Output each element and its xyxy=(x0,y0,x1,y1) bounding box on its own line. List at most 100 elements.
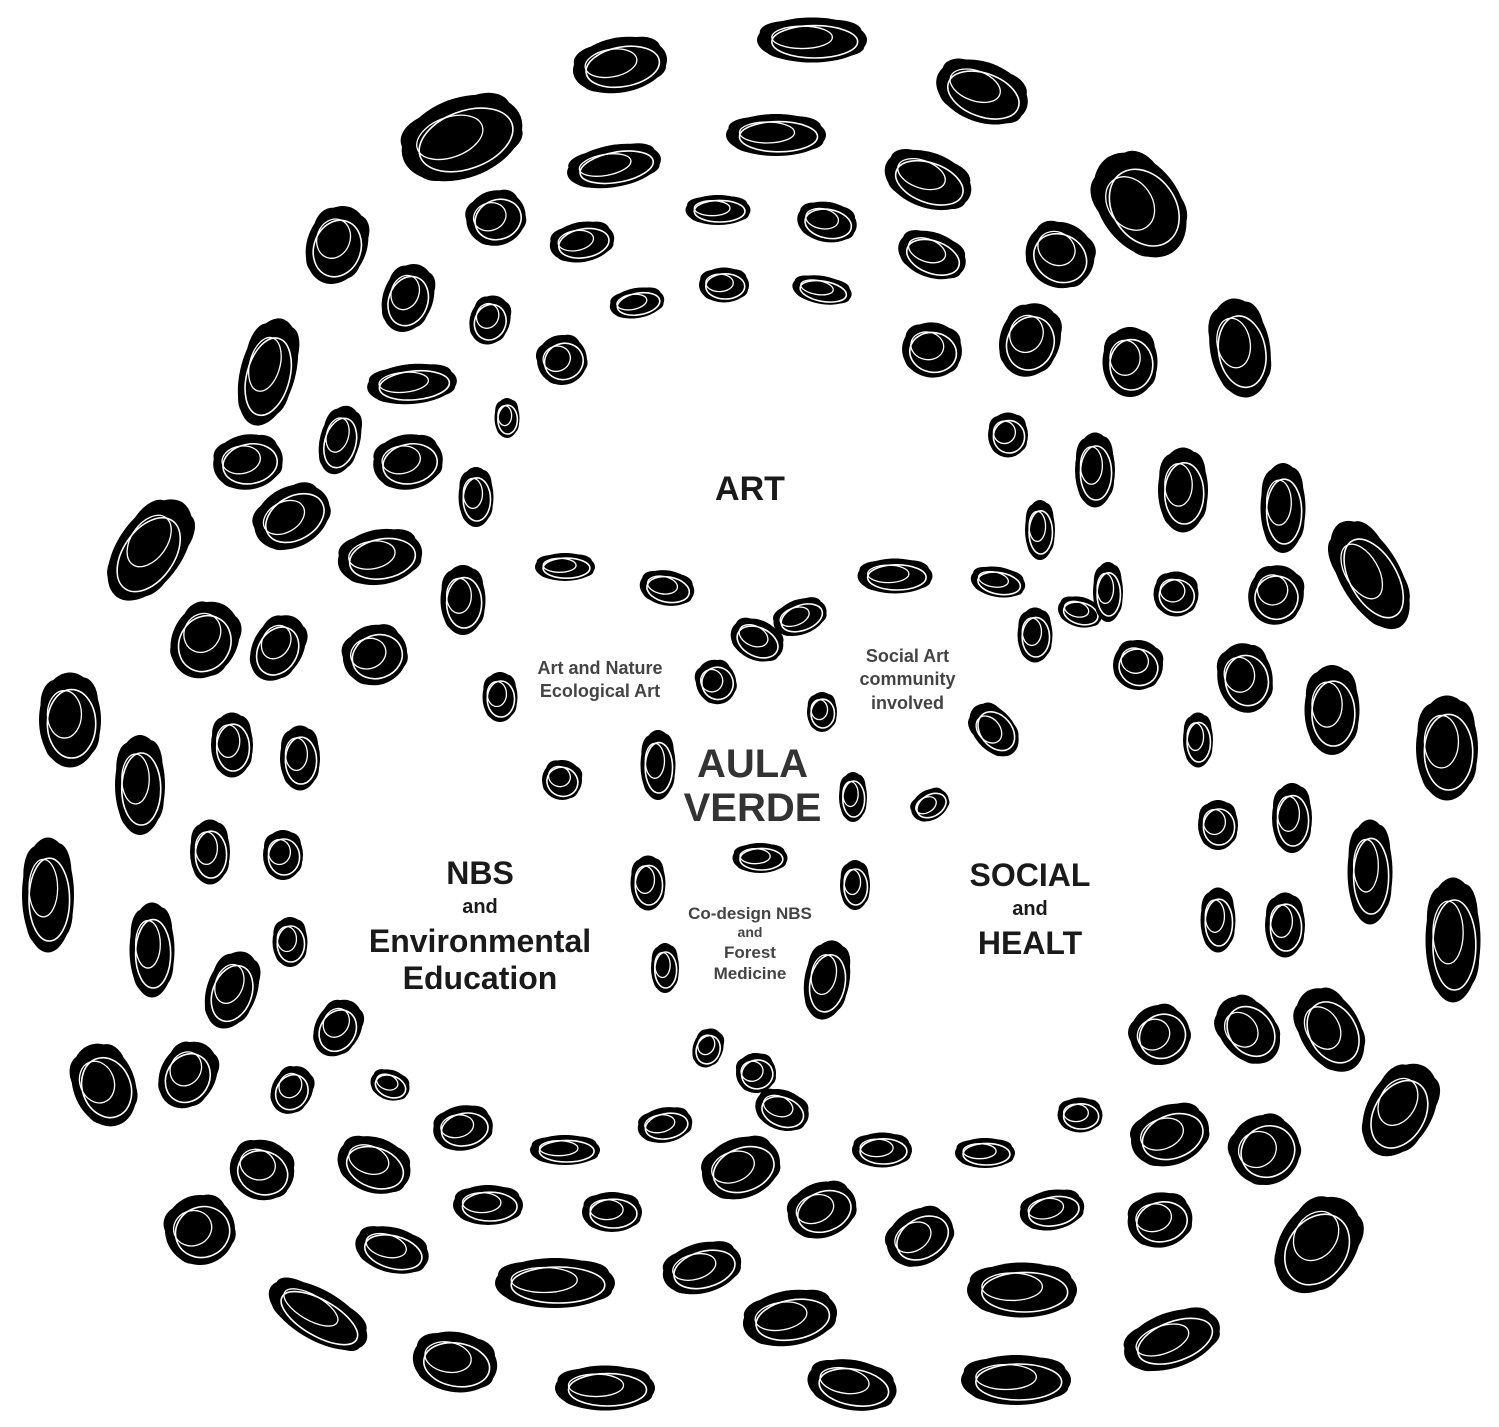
leaf-cluster-icon xyxy=(1416,695,1478,801)
leaf-cluster-icon xyxy=(1113,640,1164,690)
leaf-cluster-icon xyxy=(535,334,588,385)
leaf-cluster-icon xyxy=(961,1355,1071,1405)
leaf-cluster-icon xyxy=(1153,571,1199,617)
leaf-cluster-icon xyxy=(630,855,666,911)
social-art-line2: community xyxy=(859,669,956,690)
leaf-cluster-icon xyxy=(229,1139,295,1201)
leaf-cluster-icon xyxy=(572,36,668,94)
leaf-cluster-icon xyxy=(639,570,695,606)
leaf-cluster-icon xyxy=(465,189,527,246)
leaf-cluster-icon xyxy=(280,725,320,791)
leaf-cluster-icon xyxy=(1265,892,1305,958)
leaf-cluster-icon xyxy=(1093,562,1123,622)
leaf-cluster-icon xyxy=(732,843,788,873)
leaf-cluster-icon xyxy=(69,1043,138,1127)
art-nature-line1: Art and Nature xyxy=(537,658,663,678)
center-line1: AULA xyxy=(696,742,809,786)
leaf-cluster-icon xyxy=(530,1135,600,1165)
leaf-cluster-icon xyxy=(1304,665,1360,755)
leaf-cluster-icon xyxy=(129,902,175,998)
leaf-cluster-icon xyxy=(852,1132,912,1168)
leaf-cluster-icon xyxy=(757,17,867,63)
leaf-cluster-icon xyxy=(170,601,242,679)
leaf-cluster-icon xyxy=(158,1041,220,1109)
leaf-cluster-icon xyxy=(1025,500,1055,560)
inner-label-social-art: Social Art community involved xyxy=(820,645,995,715)
leaf-cluster-icon xyxy=(955,1138,1015,1168)
codesign-line2: and xyxy=(737,924,763,941)
leaf-cluster-icon xyxy=(107,499,196,601)
nbs-title: NBS xyxy=(446,855,514,891)
leaf-cluster-icon xyxy=(453,1185,523,1225)
nbs-line2: Environmental xyxy=(368,922,592,959)
leaf-cluster-icon xyxy=(1361,1063,1441,1157)
social-art-line1: Social Art xyxy=(865,646,950,666)
leaf-cluster-icon xyxy=(1227,1113,1302,1185)
leaf-cluster-icon xyxy=(803,940,851,1020)
leaf-cluster-icon xyxy=(318,405,363,475)
leaf-cluster-rings xyxy=(22,17,1481,1411)
leaf-cluster-icon xyxy=(1057,1097,1103,1133)
leaf-cluster-icon xyxy=(755,1088,809,1132)
leaf-cluster-icon xyxy=(637,1107,693,1143)
leaf-cluster-icon xyxy=(730,617,784,662)
leaf-cluster-icon xyxy=(792,275,852,305)
leaf-cluster-icon xyxy=(535,553,595,581)
leaf-cluster-icon xyxy=(651,943,679,993)
leaf-cluster-icon xyxy=(773,597,827,636)
leaf-cluster-icon xyxy=(494,398,520,438)
leaf-cluster-icon xyxy=(115,735,165,835)
leaf-cluster-icon xyxy=(1425,877,1481,1003)
leaf-cluster-icon xyxy=(640,730,676,800)
leaf-cluster-icon xyxy=(337,528,423,586)
leaf-cluster-icon xyxy=(268,1277,368,1351)
leaf-cluster-icon xyxy=(469,295,512,345)
leaf-cluster-icon xyxy=(211,712,253,778)
leaf-cluster-icon xyxy=(542,760,583,800)
leaf-cluster-icon xyxy=(495,1258,615,1308)
leaf-cluster-icon xyxy=(39,672,101,768)
leaf-cluster-icon xyxy=(1293,987,1366,1072)
leaf-cluster-icon xyxy=(1216,643,1273,713)
leaf-cluster-icon xyxy=(786,1180,857,1239)
leaf-cluster-icon xyxy=(1025,220,1096,289)
leaf-cluster-icon xyxy=(270,1065,315,1114)
nbs-line3: Education xyxy=(402,959,558,996)
leaf-cluster-icon xyxy=(1248,565,1305,625)
leaf-cluster-icon xyxy=(1130,1102,1210,1167)
leaf-cluster-icon xyxy=(433,1105,493,1151)
leaf-cluster-icon xyxy=(400,92,523,182)
leaf-cluster-icon xyxy=(1019,1189,1085,1231)
leaf-cluster-icon xyxy=(1260,463,1306,553)
leaf-cluster-icon xyxy=(692,1028,725,1068)
leaf-cluster-icon xyxy=(567,143,661,189)
leaf-cluster-icon xyxy=(252,482,331,551)
codesign-line1: Co-design NBS xyxy=(688,904,812,923)
leaf-cluster-icon xyxy=(440,565,486,635)
leaf-cluster-icon xyxy=(367,363,457,405)
leaf-cluster-icon xyxy=(902,322,962,378)
inner-label-art-nature: Art and Nature Ecological Art xyxy=(500,657,700,704)
leaf-cluster-icon xyxy=(699,267,749,303)
leaf-cluster-icon xyxy=(735,1053,776,1093)
leaf-cluster-icon xyxy=(609,287,665,319)
sector-label-social: SOCIAL and HEALT xyxy=(940,857,1120,962)
leaf-cluster-icon xyxy=(1327,520,1410,630)
leaf-cluster-icon xyxy=(313,999,365,1057)
leaf-cluster-icon xyxy=(970,566,1026,598)
leaf-cluster-icon xyxy=(840,860,870,910)
leaf-cluster-icon xyxy=(381,264,436,332)
leaf-cluster-icon xyxy=(1198,800,1238,850)
social-connector: and xyxy=(1012,897,1048,920)
leaf-cluster-icon xyxy=(1075,432,1115,508)
leaf-cluster-icon xyxy=(272,917,308,967)
art-title: ART xyxy=(715,470,785,508)
leaf-cluster-icon xyxy=(685,195,751,225)
leaf-cluster-icon xyxy=(884,1205,955,1267)
leaf-cluster-icon xyxy=(1347,819,1393,925)
leaf-cluster-icon xyxy=(305,206,370,284)
leaf-cluster-icon xyxy=(662,1241,742,1295)
leaf-cluster-icon xyxy=(1183,712,1213,768)
leaf-cluster-icon xyxy=(1272,783,1312,853)
